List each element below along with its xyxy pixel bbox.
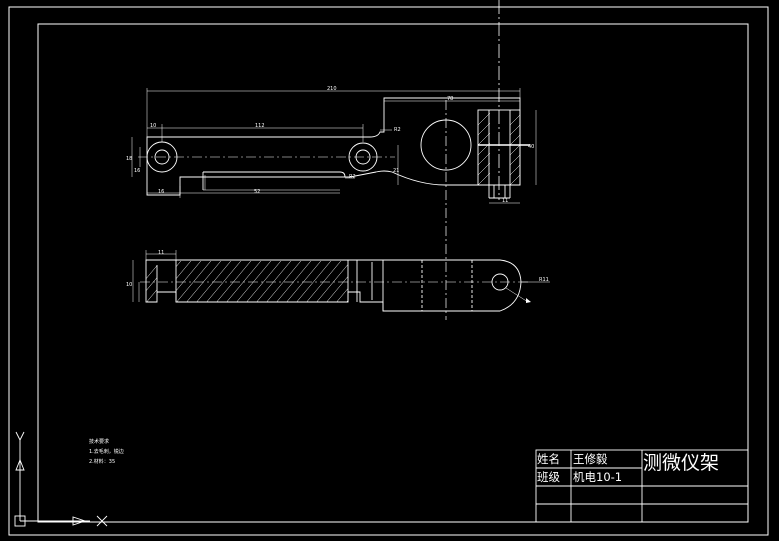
technical-notes: 技术要求 1.去毛刺，锐边 2.材料：35 <box>89 438 124 465</box>
dim-left-offset: 10 <box>150 123 156 129</box>
top-view <box>138 97 530 199</box>
side-view-dimension-lines <box>132 250 550 303</box>
name-value: 王修毅 <box>573 452 608 466</box>
drawing-border <box>8 6 769 536</box>
side-view-hatch-left <box>146 265 157 302</box>
side-view <box>140 259 530 312</box>
class-label: 班级 <box>537 470 560 484</box>
dim-height-left-inner: 16 <box>134 168 140 174</box>
notes-line-1: 1.去毛刺，锐边 <box>89 448 124 455</box>
dim-height-mid: 21 <box>393 168 399 174</box>
dim-slot-length: 52 <box>254 189 260 195</box>
dim-right-bottom: 11 <box>502 198 508 204</box>
dim-height-left: 18 <box>126 156 132 162</box>
side-view-dimensions: 11 10 R11 <box>126 250 549 288</box>
dim-side-top: 11 <box>158 250 164 256</box>
leader-arrow <box>526 298 531 303</box>
dim-right-height: 40 <box>528 144 534 150</box>
drawing-title: 测微仪架 <box>643 452 719 474</box>
dim-hole-spacing: 112 <box>255 123 265 129</box>
dim-overall-length: 210 <box>327 86 337 92</box>
dim-radius-end: R11 <box>539 277 549 283</box>
title-block <box>535 449 749 523</box>
top-view-dimensions: 210 78 112 10 52 16 18 16 21 40 11 R2 R2 <box>126 86 534 204</box>
notes-line-2: 2.材料：35 <box>89 458 115 465</box>
title-block-text: 姓名 王修毅 班级 机电10-1 测微仪架 <box>537 452 719 484</box>
dim-left-bottom: 16 <box>158 189 164 195</box>
dim-side-height: 10 <box>126 282 132 288</box>
ucs-icon <box>14 431 108 527</box>
dim-right-width: 78 <box>447 96 453 102</box>
dim-radius-top: R2 <box>394 127 401 133</box>
name-label: 姓名 <box>537 452 560 466</box>
top-view-dimension-lines <box>131 88 537 204</box>
notes-heading: 技术要求 <box>89 438 109 445</box>
side-view-hatch <box>176 261 348 302</box>
dim-radius-bottom: R2 <box>349 174 356 180</box>
class-value: 机电10-1 <box>573 470 622 484</box>
